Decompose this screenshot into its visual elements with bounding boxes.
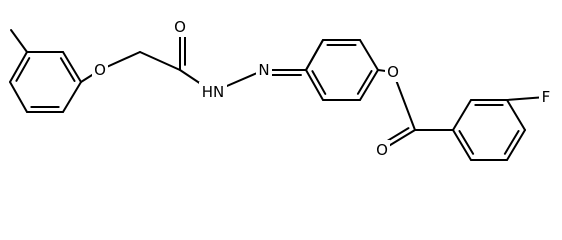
bond-ch2-c7	[139, 51, 181, 71]
bond-b3-b4-second	[356, 70, 373, 95]
bond-b5-b6-second	[311, 70, 327, 95]
bond-b3-b4	[359, 69, 379, 101]
bond-b5-b6	[305, 69, 324, 101]
atom-o-amide-label: O	[174, 18, 186, 36]
atom-o-amide: O	[172, 17, 188, 37]
bond-a2-a3-second	[59, 57, 76, 82]
atom-fluorine-label: F	[542, 88, 551, 106]
bond-m1-m2	[10, 29, 28, 53]
atom-o-carbonyl: O	[374, 140, 390, 160]
atom-n-hydrazone-label: N	[258, 61, 269, 79]
bond-b6-b1	[305, 39, 324, 71]
atom-nh-label: HN	[202, 83, 225, 101]
atom-o-ether-label: O	[94, 61, 106, 79]
atom-o-ester: O	[385, 62, 401, 82]
bond-lines	[9, 26, 547, 161]
bond-b2-b3	[359, 39, 379, 71]
atom-n-hydrazone: N	[256, 60, 272, 80]
bond-r4-r5	[506, 129, 526, 161]
bond-r1-r2	[452, 99, 472, 131]
atom-o-carbonyl-label: O	[376, 141, 388, 159]
molecule-structure: O O HN N O O F	[9, 17, 553, 161]
atom-fluorine: F	[539, 87, 553, 107]
bond-a6-a1	[9, 51, 28, 83]
atom-o-ether: O	[92, 60, 108, 80]
bond-r3-r4	[506, 99, 526, 131]
bond-a5-a6	[9, 81, 28, 113]
bond-r6-r1	[452, 129, 472, 161]
atom-nh: HN	[199, 82, 227, 102]
bond-a2-a3	[62, 51, 82, 83]
bond-a3-a4	[62, 81, 82, 113]
atom-labels: O O HN N O O F	[92, 17, 553, 160]
bond-a6-a1-second	[15, 57, 31, 82]
atom-o-ester-label: O	[387, 63, 399, 81]
bond-r6-r1-second	[458, 130, 475, 155]
bond-r4-r5-second	[503, 130, 520, 155]
